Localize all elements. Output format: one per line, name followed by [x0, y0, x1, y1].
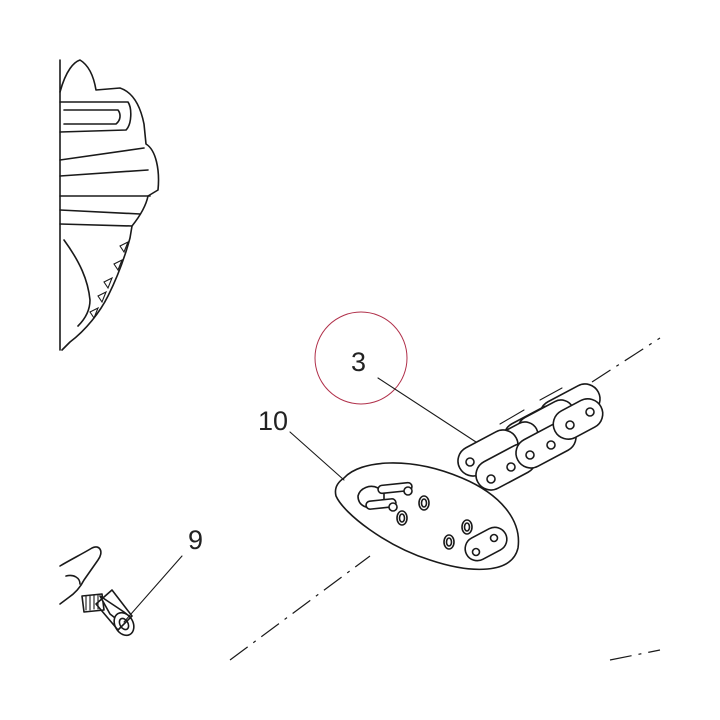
bracket-and-spacer — [59, 546, 135, 637]
chain-segment — [457, 383, 604, 491]
callout-3: 3 — [351, 347, 366, 377]
leader-lines — [123, 377, 477, 623]
callout-9: 9 — [188, 525, 203, 555]
engine-housing-outline — [59, 59, 160, 351]
callout-10: 10 — [258, 406, 288, 436]
highlight-circle — [314, 311, 408, 405]
connecting-link-kit — [334, 462, 520, 571]
centerlines — [229, 337, 661, 661]
